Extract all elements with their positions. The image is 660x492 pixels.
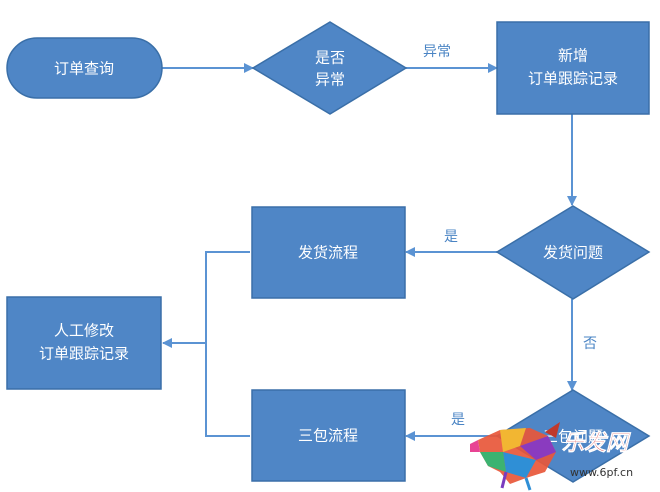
node-add-record: 新增 订单跟踪记录 xyxy=(496,21,650,115)
node-is-abnormal-line1: 是否 xyxy=(315,49,345,67)
node-add-record-line1: 新增 xyxy=(558,47,588,65)
node-is-abnormal-line2: 异常 xyxy=(315,71,345,89)
watermark-logo-text: 乐发网 xyxy=(562,430,631,456)
node-manual-edit-line1: 人工修改 xyxy=(54,322,114,340)
node-warranty-issue-label: 三包问题 xyxy=(543,428,603,446)
edge-label-no: 否 xyxy=(583,336,597,352)
edge-label-yes-warranty: 是 xyxy=(451,412,465,428)
node-shipping-issue-label: 发货问题 xyxy=(543,244,603,262)
node-shipping-process-label: 发货流程 xyxy=(298,244,358,262)
edge-label-yes-shipping: 是 xyxy=(444,229,458,245)
node-order-query: 订单查询 xyxy=(6,37,163,99)
edge-shipping-process-to-bus xyxy=(205,251,250,437)
watermark: 乐发网 www.6pf.cn xyxy=(470,422,633,491)
watermark-url: www.6pf.cn xyxy=(570,466,633,479)
node-order-query-label: 订单查询 xyxy=(54,60,114,78)
bull-logo-icon xyxy=(470,422,560,491)
node-shipping-issue: 发货问题 xyxy=(495,205,651,300)
node-warranty-process-label: 三包流程 xyxy=(298,427,358,445)
node-warranty-process: 三包流程 xyxy=(251,389,406,482)
node-manual-edit: 人工修改 订单跟踪记录 xyxy=(6,296,162,390)
connectors xyxy=(162,63,577,441)
node-add-record-line2: 订单跟踪记录 xyxy=(528,70,618,88)
node-shipping-process: 发货流程 xyxy=(251,206,406,299)
node-manual-edit-line2: 订单跟踪记录 xyxy=(39,345,129,363)
edge-label-abnormal: 异常 xyxy=(423,44,451,60)
node-is-abnormal: 是否 异常 xyxy=(251,21,408,115)
